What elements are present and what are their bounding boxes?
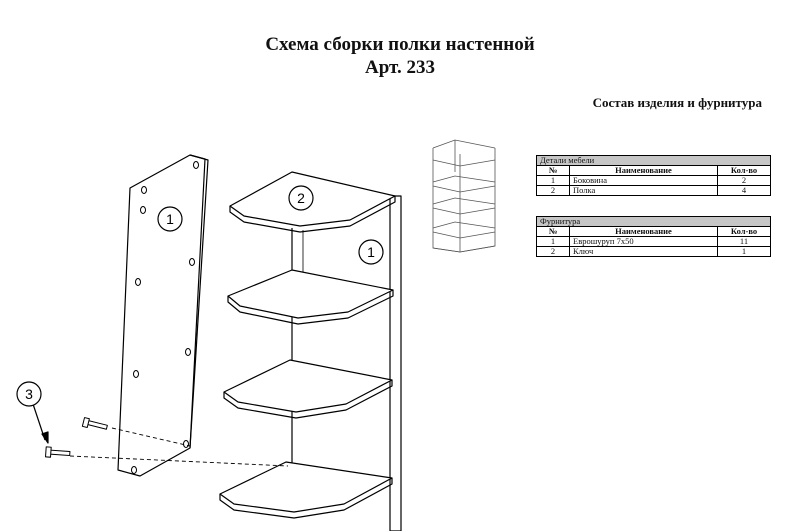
screw-icon bbox=[45, 446, 71, 458]
table-row: 1 Боковина 2 bbox=[536, 175, 771, 186]
side-panel-left bbox=[117, 154, 209, 477]
column-header: Кол-во bbox=[717, 226, 771, 237]
row-name: Полка bbox=[569, 185, 718, 196]
callout-label: 1 bbox=[166, 211, 174, 227]
shelf-3 bbox=[223, 359, 393, 419]
table-row: 2 Полка 4 bbox=[536, 185, 771, 196]
shelf-2 bbox=[227, 269, 394, 325]
table-caption: Детали мебели bbox=[536, 155, 771, 166]
row-number: 2 bbox=[536, 185, 570, 196]
callout-circle bbox=[157, 206, 183, 232]
assembled-shelf-thumbnail bbox=[432, 139, 496, 253]
callout-label: 1 bbox=[367, 244, 375, 260]
row-quantity: 4 bbox=[717, 185, 771, 196]
callout-circle bbox=[358, 239, 384, 265]
callout-label: 3 bbox=[25, 386, 33, 402]
column-header: № bbox=[536, 226, 570, 237]
callout-circle bbox=[288, 185, 314, 211]
row-number: 1 bbox=[536, 236, 570, 247]
callout-arrow bbox=[32, 403, 49, 444]
article-number: Арт. 233 bbox=[365, 57, 435, 78]
column-header: № bbox=[536, 165, 570, 176]
assembly-guide-lines bbox=[69, 427, 289, 467]
row-name: Еврошуруп 7х50 bbox=[569, 236, 718, 247]
row-number: 1 bbox=[536, 175, 570, 186]
column-header: Наименование bbox=[569, 165, 718, 176]
table-row: 1 Еврошуруп 7х50 11 bbox=[536, 236, 771, 247]
row-number: 2 bbox=[536, 246, 570, 257]
table-caption: Фурнитура bbox=[536, 216, 771, 227]
row-quantity: 11 bbox=[717, 236, 771, 247]
column-header: Кол-во bbox=[717, 165, 771, 176]
composition-heading: Состав изделия и фурнитура bbox=[592, 95, 762, 110]
furniture-parts-table: Детали мебели № Наименование Кол-во 1 Бо… bbox=[536, 155, 771, 196]
callout-circle bbox=[16, 381, 42, 407]
row-name: Ключ bbox=[569, 246, 718, 257]
callout-label: 2 bbox=[297, 190, 305, 206]
row-quantity: 1 bbox=[717, 246, 771, 257]
screw-icon bbox=[81, 417, 108, 430]
diagram-title: Схема сборки полки настенной bbox=[265, 34, 535, 55]
hardware-table: Фурнитура № Наименование Кол-во 1 Еврошу… bbox=[536, 216, 771, 257]
table-row: 2 Ключ 1 bbox=[536, 246, 771, 257]
shelf-4 bbox=[219, 461, 393, 519]
column-header: Наименование bbox=[569, 226, 718, 237]
row-quantity: 2 bbox=[717, 175, 771, 186]
row-name: Боковина bbox=[569, 175, 718, 186]
